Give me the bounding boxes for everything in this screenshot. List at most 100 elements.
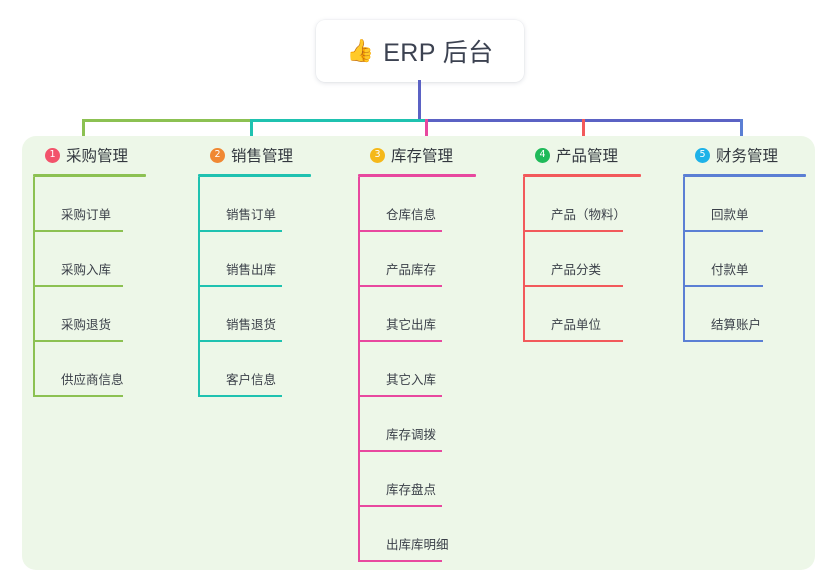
leaf-label: 仓库信息	[386, 208, 437, 222]
leaf-rule	[525, 285, 623, 287]
branch-leaf-item[interactable]: 其它入库	[358, 342, 476, 397]
leaf-rule	[200, 230, 282, 232]
leaf-label: 供应商信息	[61, 373, 124, 387]
leaf-label: 其它入库	[386, 373, 437, 387]
branch-header-rule	[358, 174, 476, 177]
branch-items: 销售订单销售出库销售退货客户信息	[198, 177, 311, 397]
branch-leaf-item[interactable]: 产品分类	[523, 232, 641, 287]
branch-header-rule	[683, 174, 806, 177]
root-node-card[interactable]: 👍 ERP 后台	[316, 20, 524, 82]
branch-leaf-item[interactable]: 销售订单	[198, 177, 311, 232]
branch-leaf-item[interactable]: 其它出库	[358, 287, 476, 342]
leaf-rule	[685, 340, 763, 342]
leaf-label: 采购退货	[61, 318, 112, 332]
leaf-label: 产品库存	[386, 263, 437, 277]
leaf-label: 产品单位	[551, 318, 602, 332]
root-node-title: 👍 ERP 后台	[346, 33, 493, 69]
leaf-rule	[35, 230, 123, 232]
leaf-label: 销售退货	[226, 318, 277, 332]
leaf-rule	[360, 230, 442, 232]
branch-leaf-item[interactable]: 供应商信息	[33, 342, 146, 397]
leaf-rule	[200, 285, 282, 287]
branch-leaf-item[interactable]: 付款单	[683, 232, 806, 287]
branch-leaf-item[interactable]: 采购入库	[33, 232, 146, 287]
leaf-label: 库存调拨	[386, 428, 437, 442]
branch-items: 仓库信息产品库存其它出库其它入库库存调拨库存盘点出库库明细	[358, 177, 476, 562]
leaf-rule	[35, 285, 123, 287]
branch-leaf-item[interactable]: 采购订单	[33, 177, 146, 232]
trunk-vertical-line	[418, 80, 421, 122]
leaf-label: 付款单	[711, 263, 749, 277]
leaf-rule	[360, 285, 442, 287]
branch-header-rule	[33, 174, 146, 177]
branch-spine	[198, 177, 200, 397]
branch-leaf-item[interactable]: 出库库明细	[358, 507, 476, 562]
leaf-label: 出库库明细	[386, 538, 449, 552]
branch-badge-2: 2	[210, 147, 225, 163]
branch-leaf-item[interactable]: 产品（物料）	[523, 177, 641, 232]
branch-leaf-item[interactable]: 产品库存	[358, 232, 476, 287]
branch-badge-4: 4	[535, 147, 550, 163]
leaf-rule	[360, 450, 442, 452]
branch-leaf-item[interactable]: 销售退货	[198, 287, 311, 342]
branch-header-产品管理[interactable]: 4 产品管理	[523, 143, 641, 167]
leaf-rule	[360, 505, 442, 507]
leaf-label: 产品（物料）	[551, 208, 627, 222]
leaf-label: 销售出库	[226, 263, 277, 277]
trunk-segment-1	[82, 119, 250, 122]
leaf-label: 销售订单	[226, 208, 277, 222]
branches-panel	[22, 136, 815, 570]
branch-column-销售管理: 2 销售管理销售订单销售出库销售退货客户信息	[198, 143, 311, 397]
leaf-label: 产品分类	[551, 263, 602, 277]
leaf-rule	[200, 395, 282, 397]
root-node-label: ERP 后台	[383, 39, 494, 67]
branch-header-rule	[523, 174, 641, 177]
branch-leaf-item[interactable]: 采购退货	[33, 287, 146, 342]
trunk-segment-2	[250, 119, 425, 122]
branch-leaf-item[interactable]: 产品单位	[523, 287, 641, 342]
branch-leaf-item[interactable]: 回款单	[683, 177, 806, 232]
branch-items: 回款单付款单结算账户	[683, 177, 806, 342]
branch-leaf-item[interactable]: 库存盘点	[358, 452, 476, 507]
leaf-rule	[360, 340, 442, 342]
leaf-rule	[360, 560, 442, 562]
branch-title-label: 采购管理	[66, 148, 129, 165]
branch-badge-3: 3	[370, 147, 385, 163]
branch-stem-3	[425, 119, 428, 145]
leaf-label: 库存盘点	[386, 483, 437, 497]
branch-spine	[523, 177, 525, 342]
thumbs-up-icon: 👍	[346, 38, 375, 63]
branch-leaf-item[interactable]: 结算账户	[683, 287, 806, 342]
branch-items: 产品（物料） 产品分类产品单位	[523, 177, 641, 342]
branch-header-销售管理[interactable]: 2 销售管理	[198, 143, 311, 167]
branch-leaf-item[interactable]: 销售出库	[198, 232, 311, 287]
leaf-label: 其它出库	[386, 318, 437, 332]
branch-stem-5	[740, 119, 743, 145]
leaf-rule	[525, 340, 623, 342]
branch-stem-4	[582, 119, 585, 145]
branch-stem-2	[250, 119, 253, 145]
branch-leaf-item[interactable]: 库存调拨	[358, 397, 476, 452]
branch-leaf-item[interactable]: 仓库信息	[358, 177, 476, 232]
leaf-label: 采购入库	[61, 263, 112, 277]
branch-badge-5: 5	[695, 147, 710, 163]
branch-header-采购管理[interactable]: 1 采购管理	[33, 143, 146, 167]
leaf-rule	[360, 395, 442, 397]
leaf-rule	[685, 285, 763, 287]
leaf-rule	[35, 395, 123, 397]
branch-spine	[683, 177, 685, 342]
branch-header-rule	[198, 174, 311, 177]
leaf-rule	[35, 340, 123, 342]
branch-title-label: 产品管理	[556, 148, 619, 165]
branch-badge-1: 1	[45, 147, 60, 163]
branch-title-label: 销售管理	[231, 148, 294, 165]
leaf-rule	[685, 230, 763, 232]
branch-column-采购管理: 1 采购管理采购订单采购入库采购退货供应商信息	[33, 143, 146, 397]
leaf-rule	[200, 340, 282, 342]
branch-leaf-item[interactable]: 客户信息	[198, 342, 311, 397]
